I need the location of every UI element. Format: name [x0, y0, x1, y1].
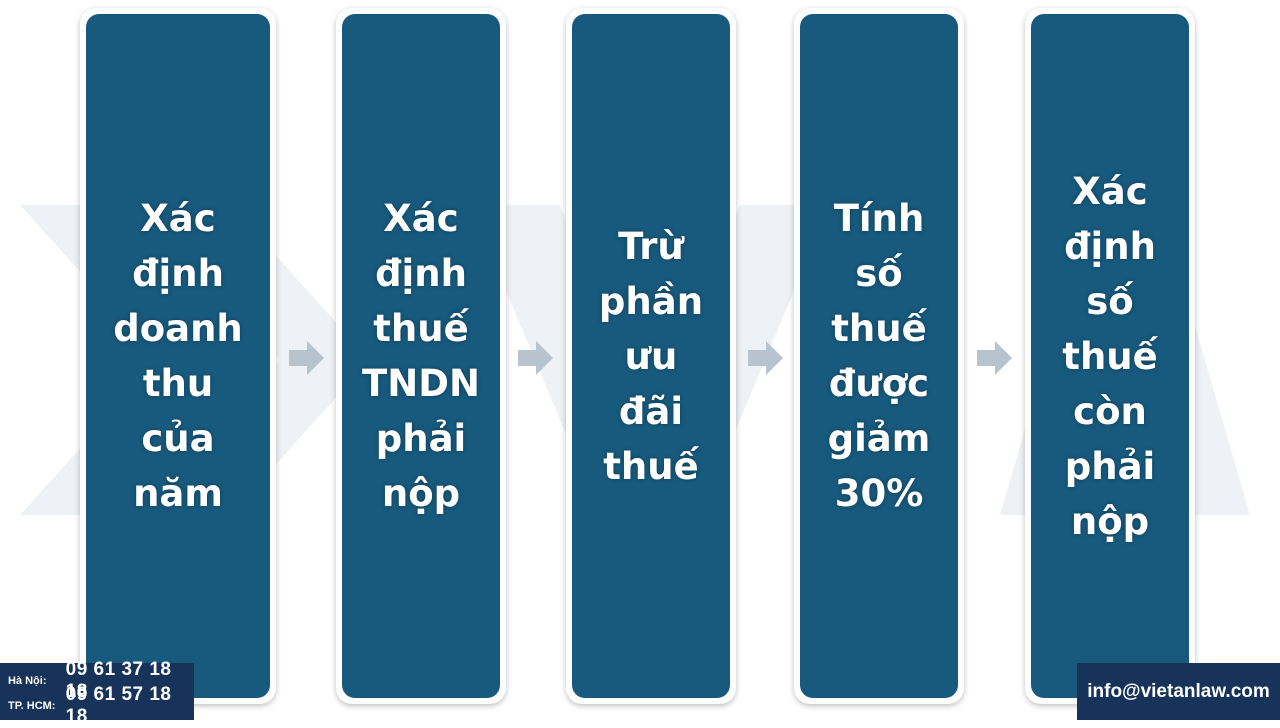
email-contact-bar: info@vietanlaw.com — [1077, 663, 1280, 720]
step-box-4: Tính số thuế được giảm 30% — [794, 8, 964, 704]
step-label-1: Xác định doanh thu của năm — [113, 197, 243, 515]
hcm-label: TP. HCM: — [8, 699, 56, 712]
phone-contact-bar: Hà Nội: 09 61 37 18 18 TP. HCM: 09 61 57… — [0, 659, 194, 727]
arrow-right-icon — [748, 341, 783, 375]
hanoi-phone[interactable]: 09 61 37 18 18 — [65, 658, 172, 702]
step-box-1: Xác định doanh thu của năm — [80, 8, 276, 704]
step-label-3: Trừ phần ưu đãi thuế — [598, 224, 704, 488]
step-box-5: Xác định số thuế còn phải nộp — [1025, 8, 1195, 704]
step-label-5: Xác định số thuế còn phải nộp — [1062, 169, 1158, 543]
arrow-right-icon — [518, 341, 553, 375]
step-label-4: Tính số thuế được giảm 30% — [827, 197, 931, 515]
step-box-3: Trừ phần ưu đãi thuế — [566, 8, 736, 704]
hcm-phone[interactable]: 09 61 57 18 18 — [65, 683, 172, 727]
arrow-right-icon — [289, 341, 324, 375]
email-link[interactable]: info@vietanlaw.com — [1087, 680, 1270, 702]
arrow-right-icon — [977, 341, 1012, 375]
step-label-2: Xác định thuế TNDN phải nộp — [362, 197, 480, 515]
hanoi-label: Hà Nội: — [8, 674, 47, 687]
step-box-2: Xác định thuế TNDN phải nộp — [336, 8, 506, 704]
